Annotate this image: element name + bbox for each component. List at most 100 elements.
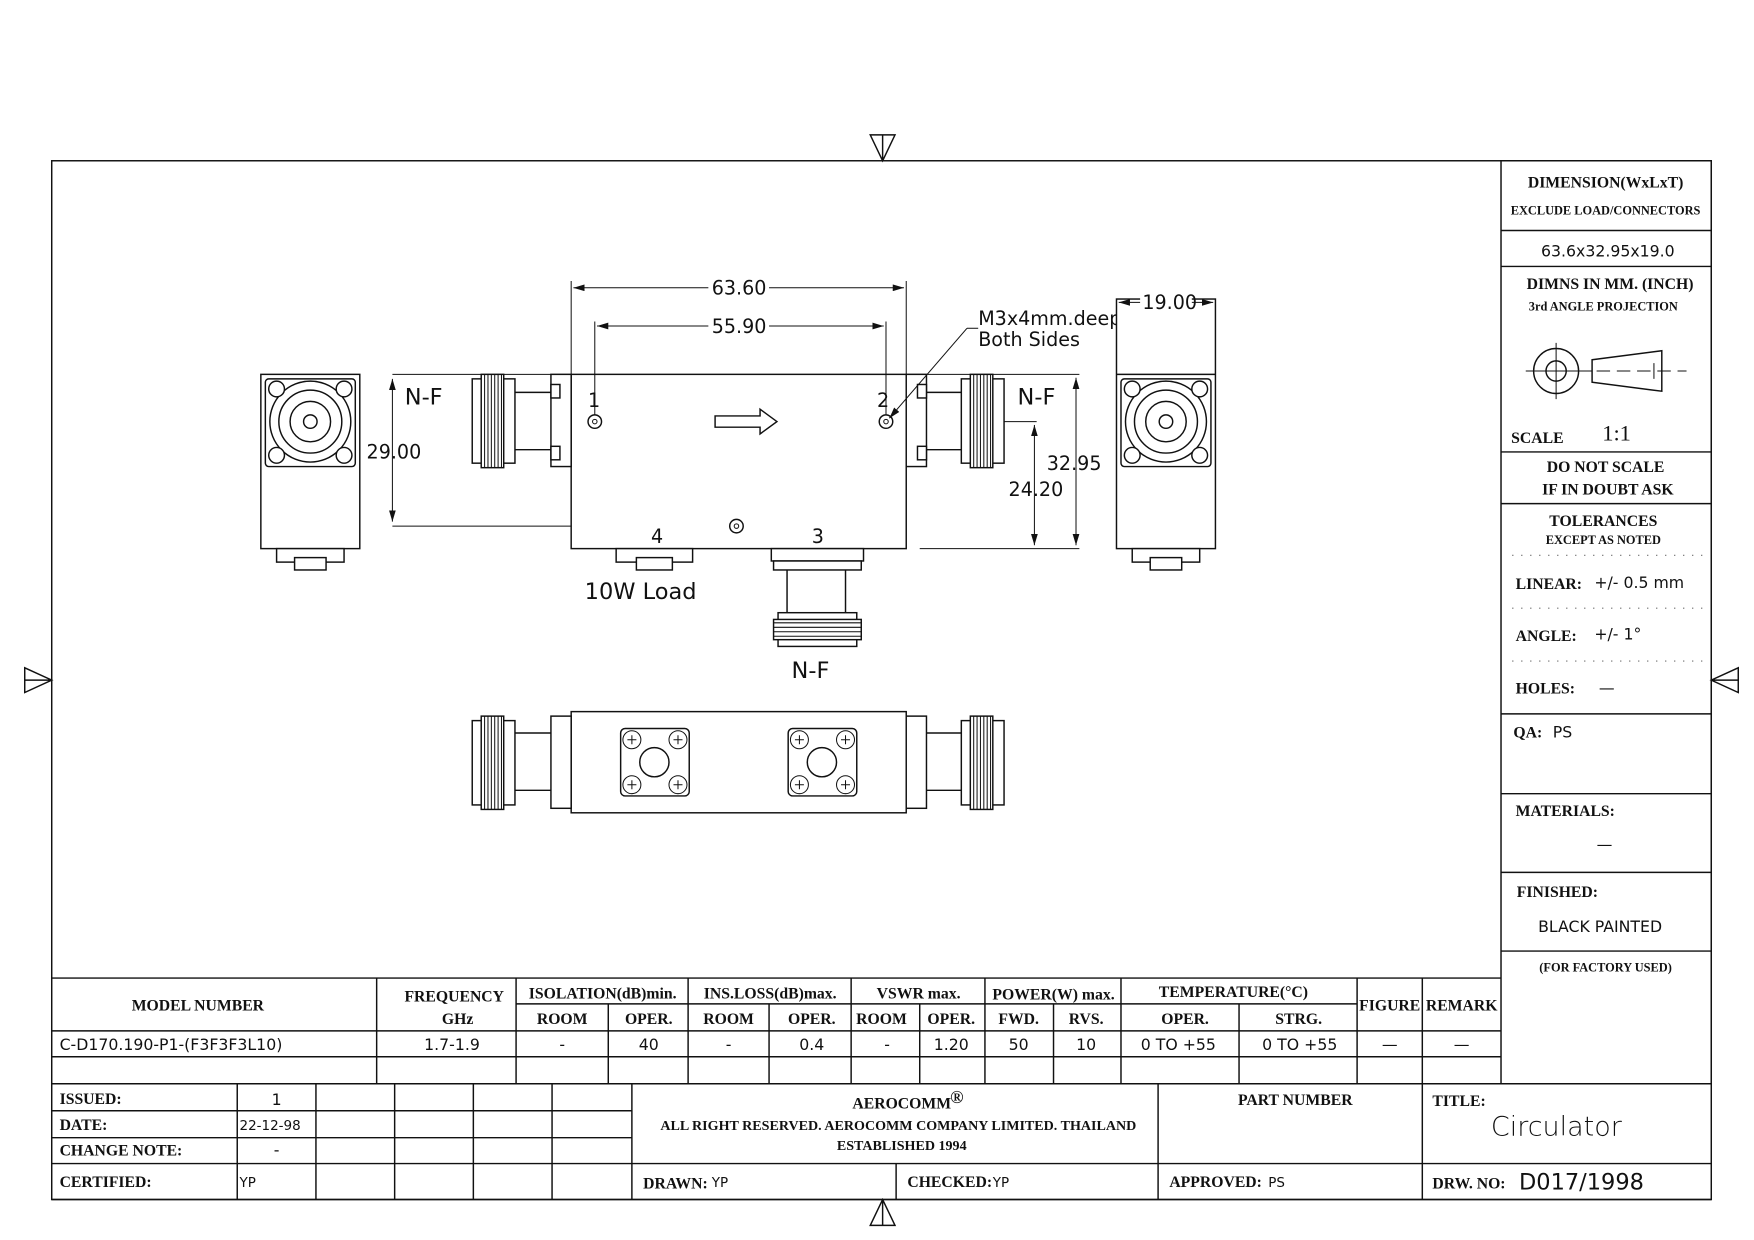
spec-table: MODEL NUMBER FREQUENCY GHz ISOLATION(dB)… <box>51 977 1712 1085</box>
spec-value-cell: 0.4 <box>799 1035 824 1054</box>
tolerances-subtitle: EXCEPT AS NOTED <box>1546 533 1661 547</box>
date-value: 22-12-98 <box>239 1118 300 1134</box>
spec-value-cell: 40 <box>639 1035 659 1054</box>
subheader-cell: ROOM <box>856 1011 907 1028</box>
direction-arrow-icon <box>714 407 779 436</box>
spec-value-cell: 0 TO +55 <box>1141 1035 1216 1054</box>
registered-mark: ® <box>950 1087 963 1107</box>
finished-value: BLACK PAINTED <box>1538 917 1662 936</box>
company-name: AEROCOMM <box>852 1095 951 1112</box>
projection-note: 3rd ANGLE PROJECTION <box>1529 299 1678 313</box>
spec-value-cell: - <box>726 1035 732 1054</box>
holes-label: HOLES: <box>1516 681 1575 698</box>
port-3-label: 3 <box>812 525 824 548</box>
if-in-doubt-note: IF IN DOUBT ASK <box>1542 482 1674 499</box>
spec-value-cell: - <box>559 1035 565 1054</box>
header-model-number: MODEL NUMBER <box>132 998 265 1015</box>
front-view: 29.00 N-F N-F 1 2 4 3 63.60 55.90 M <box>367 277 1122 684</box>
header-frequency-unit: GHz <box>442 1011 473 1028</box>
dim-height-right: 32.95 <box>1047 452 1102 475</box>
header-figure: FIGURE <box>1359 998 1420 1015</box>
certified-label: CERTIFIED: <box>60 1174 152 1191</box>
connector-label-port1: N-F <box>405 385 443 411</box>
orientation-mark-right <box>1709 666 1739 694</box>
checked-label: CHECKED: <box>907 1174 992 1191</box>
left-end-view <box>260 373 361 571</box>
subheader-cell: STRG. <box>1275 1011 1322 1028</box>
header-power: POWER(W) max. <box>992 986 1114 1003</box>
orientation-mark-left <box>24 666 54 694</box>
holes-value: — <box>1599 679 1615 698</box>
port-1-label: 1 <box>588 389 600 412</box>
subheader-cell: OPER. <box>625 1011 673 1028</box>
materials-value: — <box>1597 835 1613 854</box>
change-note-label: CHANGE NOTE: <box>60 1143 183 1160</box>
port-4-label: 4 <box>651 525 663 548</box>
approved-label: APPROVED: <box>1169 1174 1262 1191</box>
orientation-mark-bottom <box>869 1197 897 1227</box>
do-not-scale-note: DO NOT SCALE <box>1547 459 1665 476</box>
part-number-label: PART NUMBER <box>1238 1092 1353 1109</box>
spec-value-cell: — <box>1382 1035 1398 1054</box>
approved-value: PS <box>1268 1175 1285 1191</box>
header-remark: REMARK <box>1426 998 1498 1015</box>
finished-label: FINISHED: <box>1517 884 1598 901</box>
title-label: TITLE: <box>1432 1093 1485 1110</box>
linear-label: LINEAR: <box>1516 576 1582 593</box>
subheader-cell: RVS. <box>1069 1011 1104 1028</box>
thread-note-line2: Both Sides <box>978 328 1080 351</box>
spec-value-cell: 1.7-1.9 <box>424 1035 480 1054</box>
subheader-cell: ROOM <box>537 1011 588 1028</box>
drawing-number-value: D017/1998 <box>1519 1169 1644 1195</box>
units-note: DIMNS IN MM. (INCH) <box>1527 276 1694 293</box>
issued-label: ISSUED: <box>60 1091 122 1108</box>
checked-value: YP <box>992 1175 1009 1191</box>
thread-note-line1: M3x4mm.deep <box>978 307 1121 330</box>
dim-connector-height: 24.20 <box>1009 478 1064 501</box>
drawn-value: YP <box>711 1175 728 1191</box>
issued-value: 1 <box>272 1090 282 1109</box>
date-label: DATE: <box>60 1117 108 1134</box>
established-note: ESTABLISHED 1994 <box>837 1138 967 1154</box>
model-number-cell: C-D170.190-P1-(F3F3F3L10) <box>60 1035 283 1054</box>
subheader-cell: OPER. <box>788 1011 836 1028</box>
spec-value-cell: 10 <box>1076 1035 1096 1054</box>
title-block: ISSUED: 1 DATE: 22-12-98 CHANGE NOTE: - … <box>51 1083 1712 1201</box>
drawing-number-label: DRW. NO: <box>1432 1175 1505 1192</box>
port-2-label: 2 <box>877 389 889 412</box>
header-vswr: VSWR max. <box>877 985 961 1002</box>
subheader-cell: OPER. <box>927 1011 975 1028</box>
subheader-cell: ROOM <box>703 1011 754 1028</box>
change-note-value: - <box>274 1141 280 1160</box>
bottom-view <box>471 710 1005 814</box>
dim-height-left: 29.00 <box>367 441 422 464</box>
spec-value-cell: 1.20 <box>934 1035 969 1054</box>
connector-label-port3: N-F <box>792 658 830 684</box>
dimension-value: 63.6x32.95x19.0 <box>1541 241 1675 260</box>
drawn-label: DRAWN: <box>643 1175 708 1192</box>
dim-thickness: 19.00 <box>1142 291 1197 314</box>
qa-label: QA: <box>1513 724 1542 741</box>
tolerances-title: TOLERANCES <box>1549 513 1657 530</box>
connector-label-port2: N-F <box>1018 385 1056 411</box>
scale-label: SCALE <box>1511 430 1563 447</box>
rights-note: ALL RIGHT RESERVED. AEROCOMM COMPANY LIM… <box>660 1118 1136 1134</box>
dimension-subtitle: EXCLUDE LOAD/CONNECTORS <box>1511 204 1701 218</box>
load-label: 10W Load <box>585 579 697 605</box>
dim-hole-spacing: 55.90 <box>712 315 767 338</box>
spec-value-cell: 0 TO +55 <box>1262 1035 1337 1054</box>
scale-value: 1:1 <box>1602 421 1631 446</box>
title-value: Circulator <box>1491 1111 1623 1142</box>
materials-label: MATERIALS: <box>1516 803 1615 820</box>
factory-note: (FOR FACTORY USED) <box>1539 960 1672 974</box>
right-end-view: 19.00 <box>1115 291 1217 571</box>
certified-value: YP <box>238 1175 255 1191</box>
side-panel: DIMENSION(WxLxT) EXCLUDE LOAD/CONNECTORS… <box>1500 160 1713 1085</box>
dim-overall-length: 63.60 <box>712 277 767 300</box>
orientation-mark-top <box>869 134 897 163</box>
header-frequency: FREQUENCY <box>404 989 504 1006</box>
spec-value-cell: 50 <box>1009 1035 1029 1054</box>
spec-value-cell: - <box>884 1035 890 1054</box>
subheader-cell: OPER. <box>1161 1011 1209 1028</box>
